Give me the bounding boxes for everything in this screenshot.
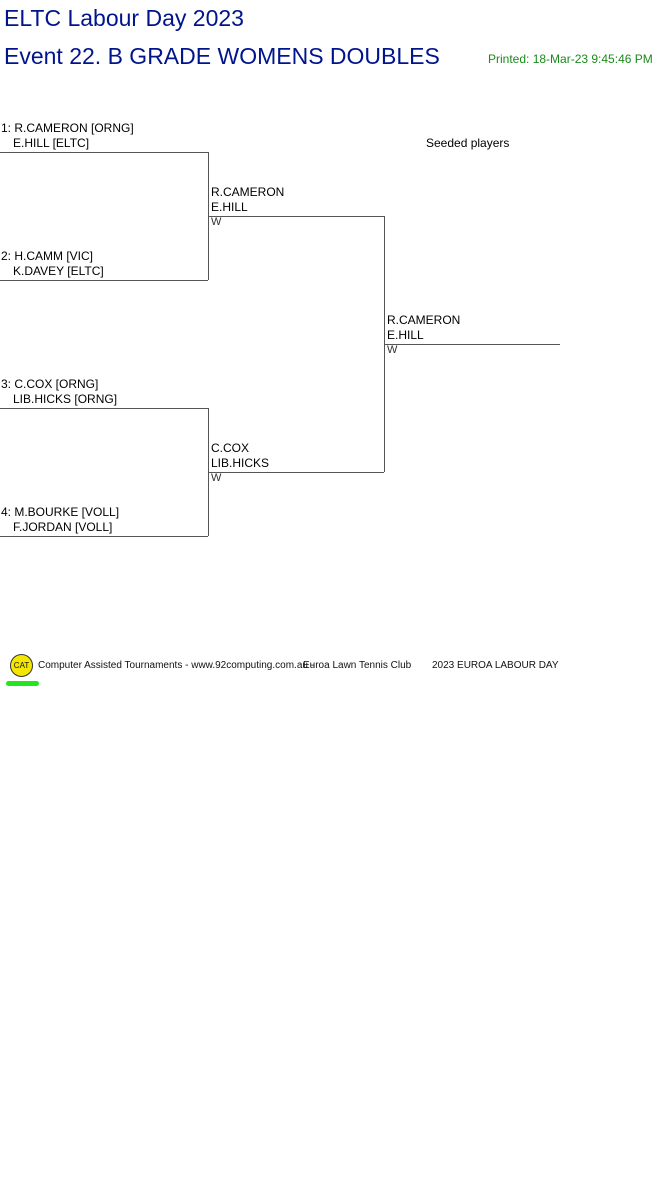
result-label: W — [387, 344, 398, 356]
tournament-title: ELTC Labour Day 2023 — [4, 5, 244, 31]
entry-player-1: 4: M.BOURKE [VOLL] — [1, 505, 120, 519]
printed-timestamp: Printed: 18-Mar-23 9:45:46 PM — [488, 52, 653, 66]
footer-credit: Computer Assisted Tournaments - www.92co… — [38, 660, 315, 671]
winner-player-1: C.COX — [211, 441, 250, 455]
entry-player-2: F.JORDAN [VOLL] — [13, 520, 113, 534]
entry-player-1: 2: H.CAMM [VIC] — [1, 249, 94, 263]
draw-entry-2: 2: H.CAMM [VIC] K.DAVEY [ELTC] — [1, 249, 104, 279]
winner-player-2: LIB.HICKS — [211, 456, 270, 470]
entry-player-2: E.HILL [ELTC] — [13, 136, 90, 150]
winner-player-2: E.HILL — [211, 200, 248, 214]
cat-logo-swoosh — [6, 681, 39, 686]
seeded-players-label: Seeded players — [426, 136, 510, 150]
winner-player-2: E.HILL — [387, 328, 424, 342]
cat-logo: CAT — [10, 654, 33, 677]
draw-entry-3: 3: C.COX [ORNG] LIB.HICKS [ORNG] — [1, 377, 117, 407]
winner-player-1: R.CAMERON — [387, 313, 461, 327]
bracket-line — [0, 152, 208, 153]
bracket-line — [0, 536, 208, 537]
result-label: W — [211, 216, 222, 228]
footer-event-name: 2023 EUROA LABOUR DAY — [432, 660, 559, 671]
entry-player-2: K.DAVEY [ELTC] — [13, 264, 104, 278]
winner-player-1: R.CAMERON — [211, 185, 285, 199]
round2-winner-1: R.CAMERON E.HILL — [211, 185, 284, 215]
bracket-line — [208, 216, 384, 217]
draw-entry-1: 1: R.CAMERON [ORNG] E.HILL [ELTC] — [1, 121, 134, 151]
entry-player-1: 1: R.CAMERON [ORNG] — [1, 121, 134, 135]
round2-winner-2: C.COX LIB.HICKS — [211, 441, 269, 471]
draw-entry-4: 4: M.BOURKE [VOLL] F.JORDAN [VOLL] — [1, 505, 119, 535]
entry-player-2: LIB.HICKS [ORNG] — [13, 392, 118, 406]
entry-player-1: 3: C.COX [ORNG] — [1, 377, 99, 391]
footer-club: Euroa Lawn Tennis Club — [303, 660, 412, 671]
event-title: Event 22. B GRADE WOMENS DOUBLES — [4, 43, 440, 69]
result-label: W — [211, 472, 222, 484]
bracket-line — [0, 280, 208, 281]
bracket-line — [0, 408, 208, 409]
bracket-line — [208, 472, 384, 473]
bracket-line — [384, 344, 560, 345]
final-winner: R.CAMERON E.HILL — [387, 313, 460, 343]
